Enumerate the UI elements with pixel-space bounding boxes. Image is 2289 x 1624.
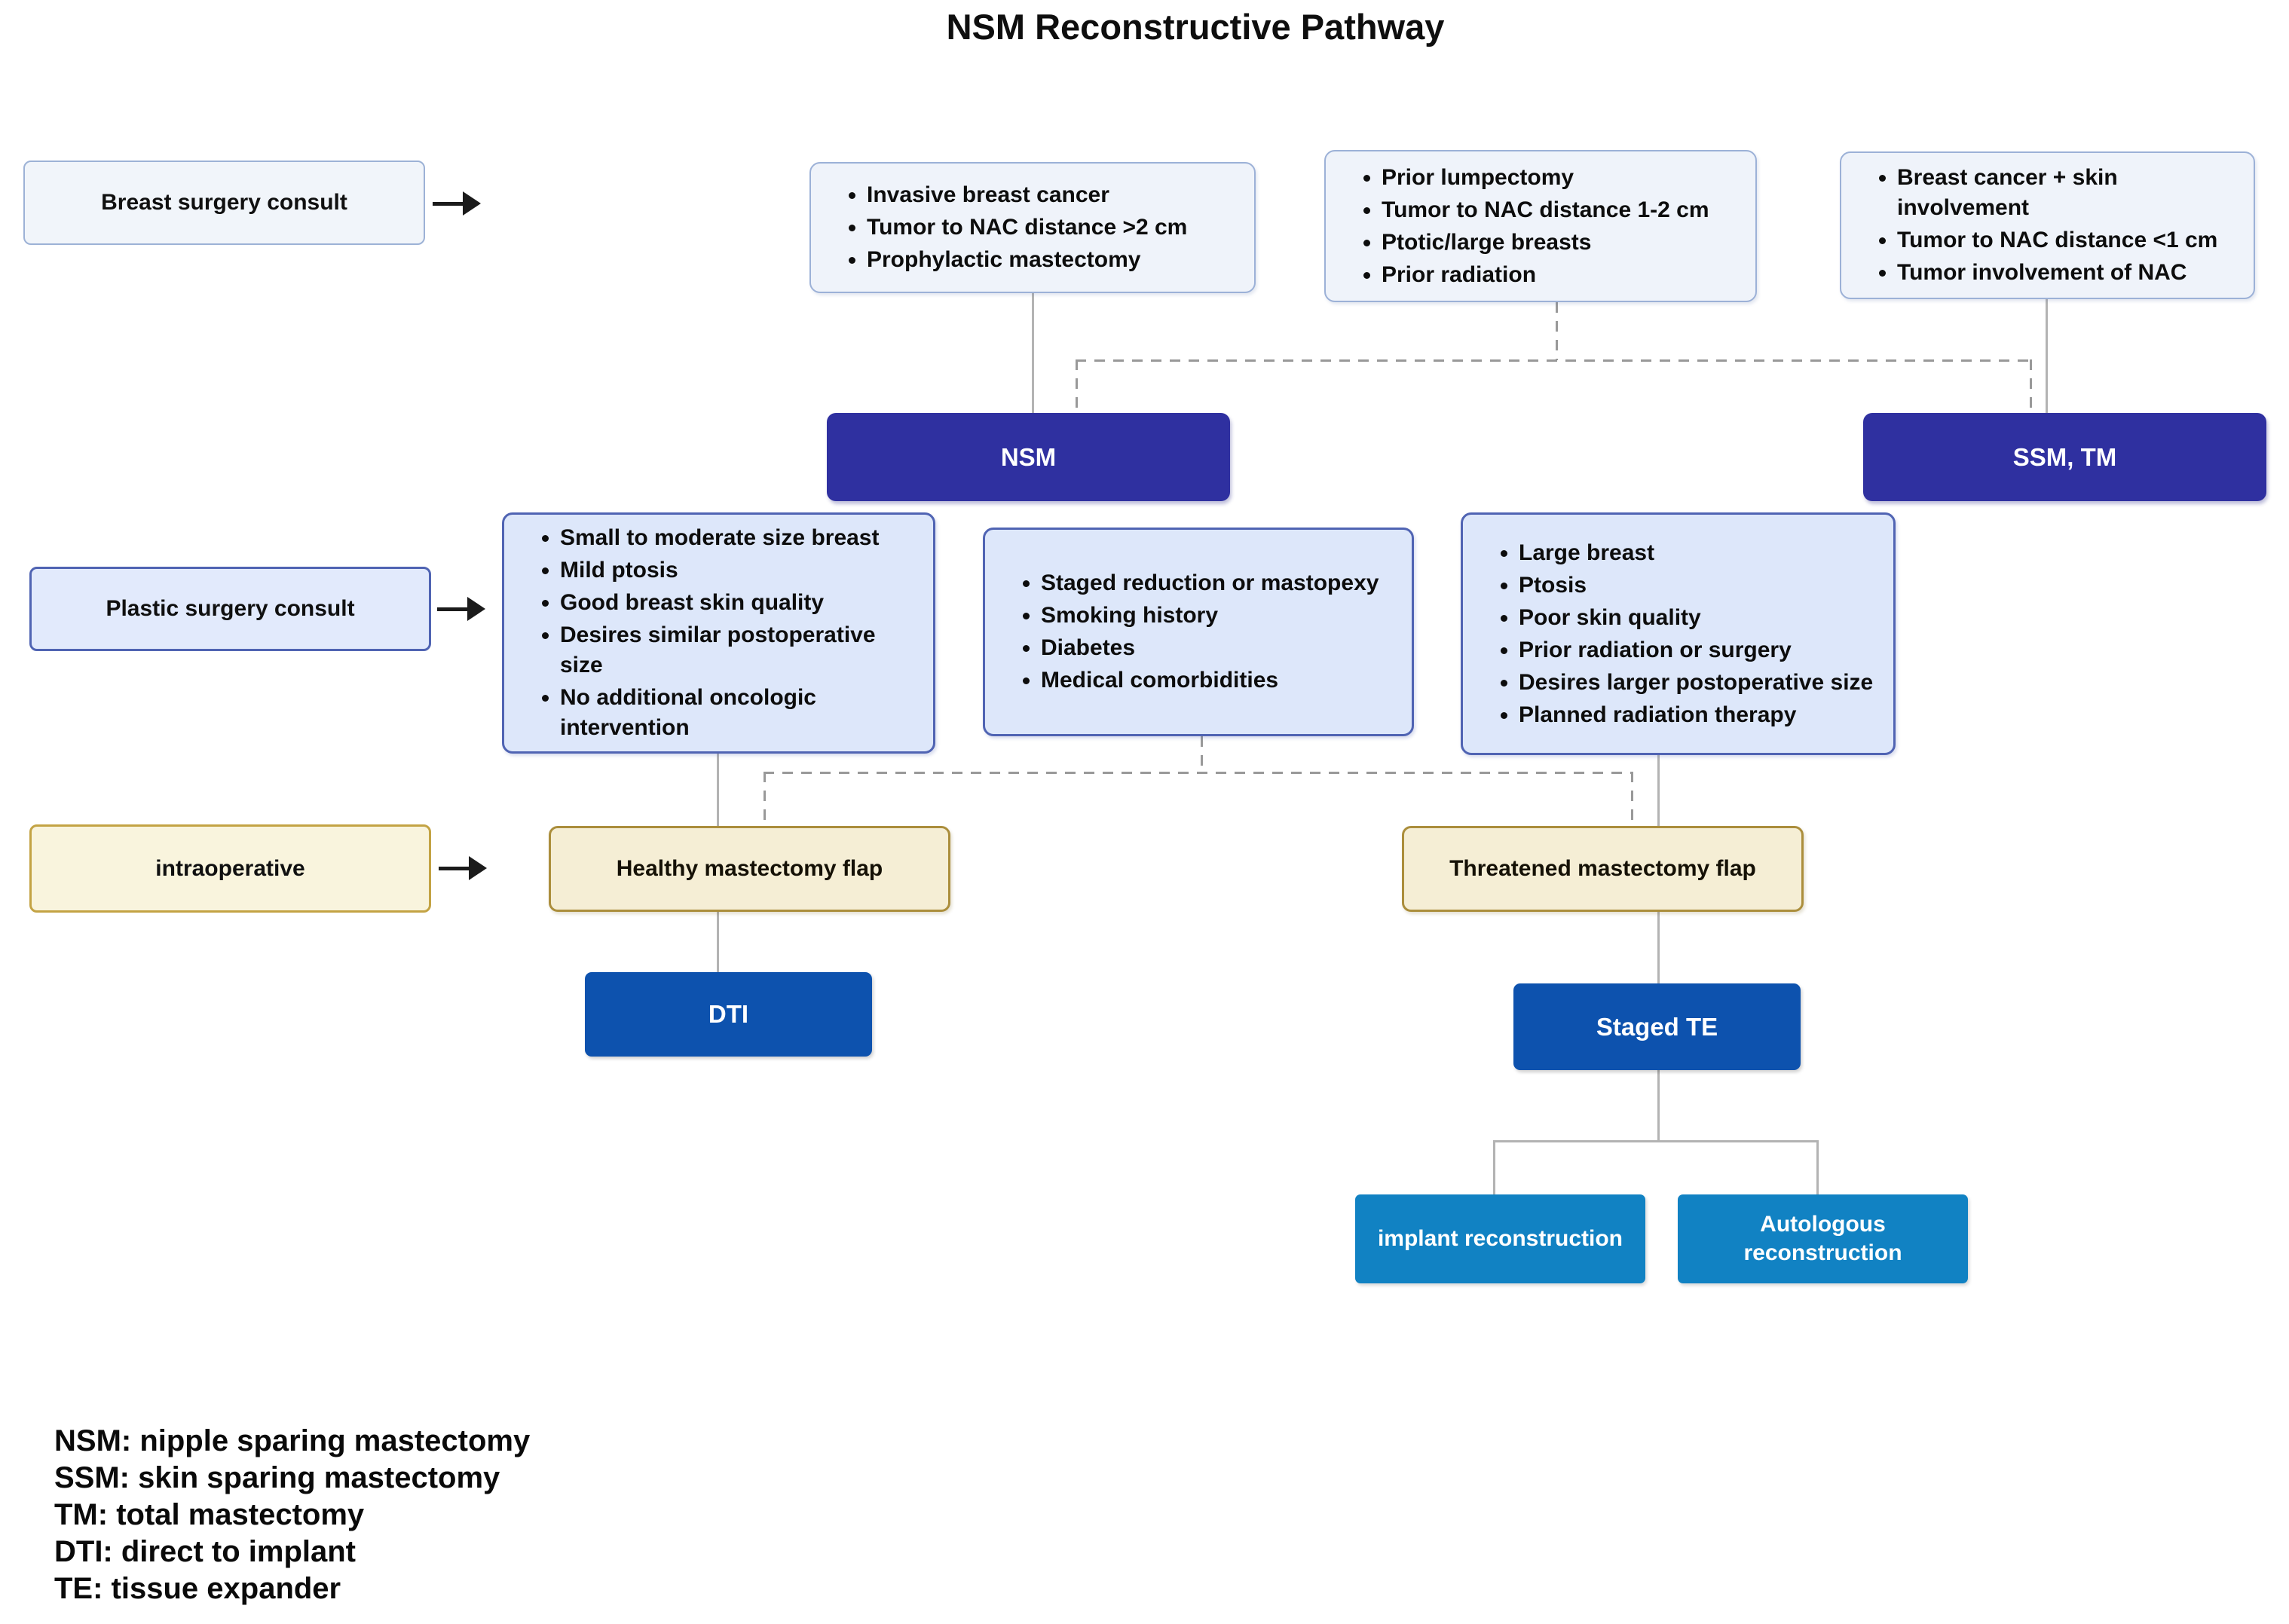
connector-line bbox=[1493, 1140, 1495, 1194]
arrow-head bbox=[469, 856, 487, 880]
dashed-connector-line bbox=[1076, 359, 2031, 362]
arrow-right-icon bbox=[439, 856, 487, 880]
connector-line bbox=[2046, 299, 2048, 413]
criteria-item: Small to moderate size breast bbox=[560, 523, 920, 553]
criteria-box-threatened: Large breast Ptosis Poor skin quality Pr… bbox=[1461, 512, 1896, 755]
arrow-right-icon bbox=[437, 597, 485, 621]
arrow-head bbox=[463, 191, 481, 216]
connector-line bbox=[1657, 755, 1660, 826]
arrow-shaft bbox=[433, 202, 464, 206]
criteria-item: Desires similar postoperative size bbox=[560, 620, 920, 680]
criteria-list: Invasive breast cancer Tumor to NAC dist… bbox=[811, 178, 1201, 277]
criteria-item: Tumor to NAC distance <1 cm bbox=[1897, 225, 2240, 255]
connector-line bbox=[1657, 1070, 1660, 1142]
criteria-item: Medical comorbidities bbox=[1041, 665, 1379, 696]
node-label: implant reconstruction bbox=[1377, 1226, 1623, 1251]
legend-line: TE: tissue expander bbox=[54, 1572, 341, 1605]
node-threatened-mastectomy-flap: Threatened mastectomy flap bbox=[1402, 826, 1804, 912]
criteria-item: Good breast skin quality bbox=[560, 588, 920, 618]
criteria-item: Large breast bbox=[1519, 538, 1873, 568]
arrow-shaft bbox=[439, 867, 470, 870]
criteria-item: Smoking history bbox=[1041, 601, 1379, 631]
node-label: Autologous reconstruction bbox=[1743, 1212, 1902, 1265]
criteria-item: Breast cancer + skin involvement bbox=[1897, 163, 2240, 223]
node-nsm: NSM bbox=[827, 413, 1230, 501]
node-label: Healthy mastectomy flap bbox=[616, 856, 883, 881]
legend-line: DTI: direct to implant bbox=[54, 1535, 356, 1568]
node-label: Staged TE bbox=[1596, 1012, 1718, 1041]
node-label: DTI bbox=[708, 1000, 749, 1028]
connector-line bbox=[1657, 912, 1660, 983]
criteria-item: Prophylactic mastectomy bbox=[867, 245, 1187, 275]
dashed-connector-line bbox=[764, 772, 766, 826]
lane-breast-surgery-consult: Breast surgery consult bbox=[23, 161, 425, 245]
diagram-title: NSM Reconstructive Pathway bbox=[946, 7, 1445, 47]
criteria-item: No additional oncologic intervention bbox=[560, 683, 920, 743]
criteria-box-ssm: Breast cancer + skin involvement Tumor t… bbox=[1840, 151, 2255, 299]
lane-plastic-surgery-consult: Plastic surgery consult bbox=[29, 567, 431, 651]
connector-line bbox=[1032, 293, 1034, 413]
node-staged-te: Staged TE bbox=[1513, 983, 1801, 1070]
criteria-box-intermediate: Prior lumpectomy Tumor to NAC distance 1… bbox=[1324, 150, 1757, 302]
dashed-connector-line bbox=[2030, 359, 2032, 413]
dashed-connector-line bbox=[1631, 772, 1633, 826]
dashed-connector-line bbox=[764, 772, 1633, 774]
criteria-list: Small to moderate size breast Mild ptosi… bbox=[504, 521, 933, 745]
abbreviation-legend: NSM: nipple sparing mastectomy SSM: skin… bbox=[54, 1423, 530, 1607]
criteria-item: Poor skin quality bbox=[1519, 603, 1873, 633]
connector-line bbox=[717, 754, 719, 826]
node-autologous-reconstruction: Autologous reconstruction bbox=[1678, 1194, 1968, 1283]
node-implant-reconstruction: implant reconstruction bbox=[1355, 1194, 1645, 1283]
legend-line: NSM: nipple sparing mastectomy bbox=[54, 1424, 531, 1457]
criteria-box-healthy: Small to moderate size breast Mild ptosi… bbox=[502, 512, 935, 754]
arrow-right-icon bbox=[433, 191, 481, 216]
criteria-item: Prior lumpectomy bbox=[1382, 163, 1709, 193]
criteria-list: Staged reduction or mastopexy Smoking hi… bbox=[985, 566, 1392, 698]
lane-label: intraoperative bbox=[155, 855, 305, 881]
legend-line: TM: total mastectomy bbox=[54, 1498, 365, 1531]
connector-line bbox=[1493, 1140, 1819, 1142]
criteria-item: Prior radiation or surgery bbox=[1519, 635, 1873, 665]
node-healthy-mastectomy-flap: Healthy mastectomy flap bbox=[549, 826, 950, 912]
criteria-item: Tumor to NAC distance >2 cm bbox=[867, 213, 1187, 243]
criteria-item: Prior radiation bbox=[1382, 260, 1709, 290]
criteria-list: Large breast Ptosis Poor skin quality Pr… bbox=[1463, 536, 1887, 732]
node-ssm-tm: SSM, TM bbox=[1863, 413, 2266, 501]
criteria-box-nsm: Invasive breast cancer Tumor to NAC dist… bbox=[809, 162, 1256, 293]
lane-label: Breast surgery consult bbox=[101, 190, 347, 215]
criteria-item: Mild ptosis bbox=[560, 555, 920, 586]
node-label: SSM, TM bbox=[2012, 442, 2117, 471]
arrow-shaft bbox=[437, 607, 469, 611]
criteria-item: Planned radiation therapy bbox=[1519, 700, 1873, 730]
criteria-item: Tumor involvement of NAC bbox=[1897, 258, 2240, 288]
arrow-head bbox=[467, 597, 485, 621]
criteria-item: Ptosis bbox=[1519, 570, 1873, 601]
criteria-item: Ptotic/large breasts bbox=[1382, 228, 1709, 258]
criteria-item: Staged reduction or mastopexy bbox=[1041, 568, 1379, 598]
connector-line bbox=[717, 912, 719, 972]
dashed-connector-line bbox=[1076, 359, 1078, 413]
criteria-item: Diabetes bbox=[1041, 633, 1379, 663]
lane-label: Plastic surgery consult bbox=[106, 596, 355, 621]
criteria-list: Prior lumpectomy Tumor to NAC distance 1… bbox=[1326, 161, 1723, 292]
connector-line bbox=[1816, 1140, 1819, 1194]
criteria-item: Invasive breast cancer bbox=[867, 180, 1187, 210]
node-label: Threatened mastectomy flap bbox=[1449, 856, 1756, 881]
legend-line: SSM: skin sparing mastectomy bbox=[54, 1461, 500, 1494]
criteria-item: Tumor to NAC distance 1-2 cm bbox=[1382, 195, 1709, 225]
criteria-item: Desires larger postoperative size bbox=[1519, 668, 1873, 698]
criteria-box-caution: Staged reduction or mastopexy Smoking hi… bbox=[983, 528, 1414, 736]
node-label: NSM bbox=[1000, 442, 1057, 471]
node-dti: DTI bbox=[585, 972, 872, 1057]
lane-intraoperative: intraoperative bbox=[29, 824, 431, 913]
dashed-connector-line bbox=[1201, 736, 1203, 772]
dashed-connector-line bbox=[1556, 302, 1558, 360]
criteria-list: Breast cancer + skin involvement Tumor t… bbox=[1841, 161, 2254, 290]
